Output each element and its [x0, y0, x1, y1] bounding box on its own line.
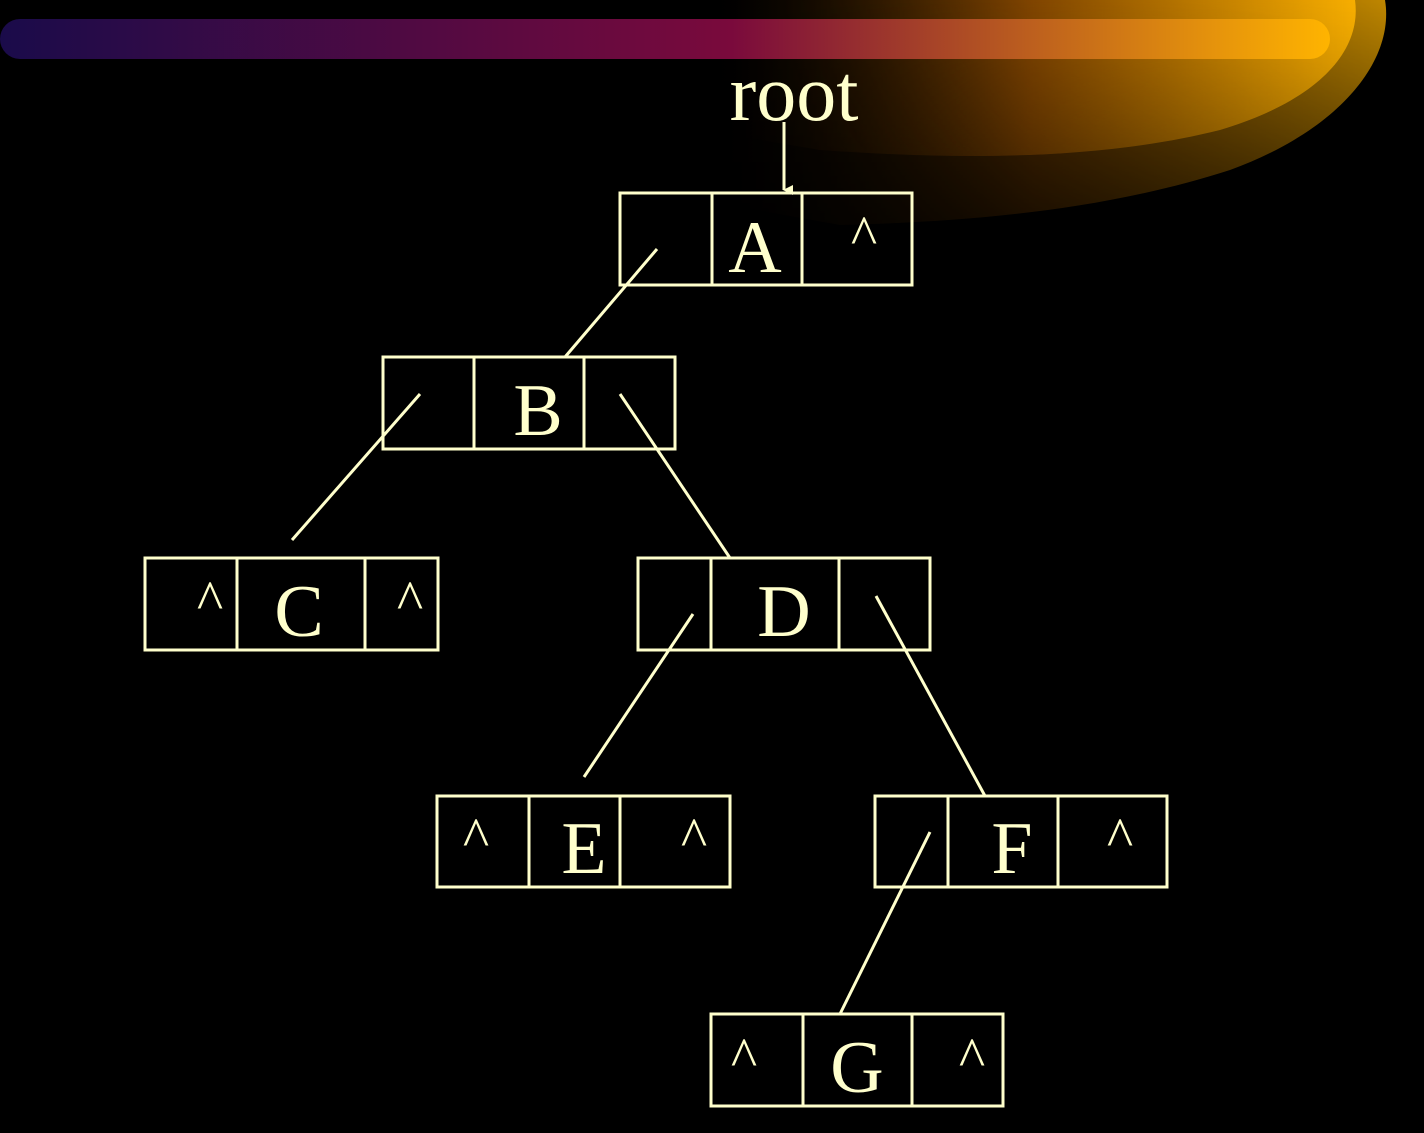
node-c-data: C	[274, 571, 323, 653]
node-d-box	[636, 556, 932, 652]
top-banner-bar	[0, 19, 1330, 59]
node-g-left-pointer: ^	[731, 1027, 757, 1089]
edge-b-c	[290, 393, 422, 541]
node-g-right-pointer: ^	[959, 1027, 985, 1089]
node-f-right-pointer: ^	[1107, 807, 1133, 869]
node-b-box	[381, 355, 677, 451]
node-f-data: F	[991, 808, 1032, 890]
edge-b-d	[618, 393, 732, 559]
node-g-data: G	[830, 1027, 883, 1109]
node-e-right-pointer: ^	[681, 807, 707, 869]
node-e: ^ E ^	[435, 794, 732, 890]
node-b: B	[381, 355, 677, 452]
node-b-data: B	[513, 370, 562, 452]
node-c-box	[143, 556, 440, 652]
node-f: F ^	[873, 794, 1169, 890]
node-c-left-pointer: ^	[197, 570, 223, 632]
edge-a-b	[563, 248, 659, 358]
node-a-data: A	[728, 207, 781, 289]
node-f-box	[873, 794, 1169, 889]
edge-d-e	[582, 613, 695, 778]
node-d: D	[636, 556, 932, 653]
node-g-box	[709, 1012, 1005, 1108]
node-g: ^ G ^	[709, 1012, 1005, 1109]
node-e-data: E	[561, 808, 606, 890]
node-a-right-pointer: ^	[851, 205, 877, 267]
edge-f-g	[838, 831, 932, 1015]
tree-edges	[290, 248, 987, 1015]
root-label: root	[730, 50, 859, 138]
node-a: A ^	[618, 191, 914, 289]
node-a-box	[618, 191, 914, 287]
node-c-right-pointer: ^	[397, 570, 423, 632]
header-decoration	[0, 0, 1387, 225]
edge-d-f	[874, 595, 987, 797]
node-c: ^ C ^	[143, 556, 440, 653]
node-e-box	[435, 794, 732, 889]
node-e-left-pointer: ^	[463, 807, 489, 869]
node-d-data: D	[757, 571, 810, 653]
